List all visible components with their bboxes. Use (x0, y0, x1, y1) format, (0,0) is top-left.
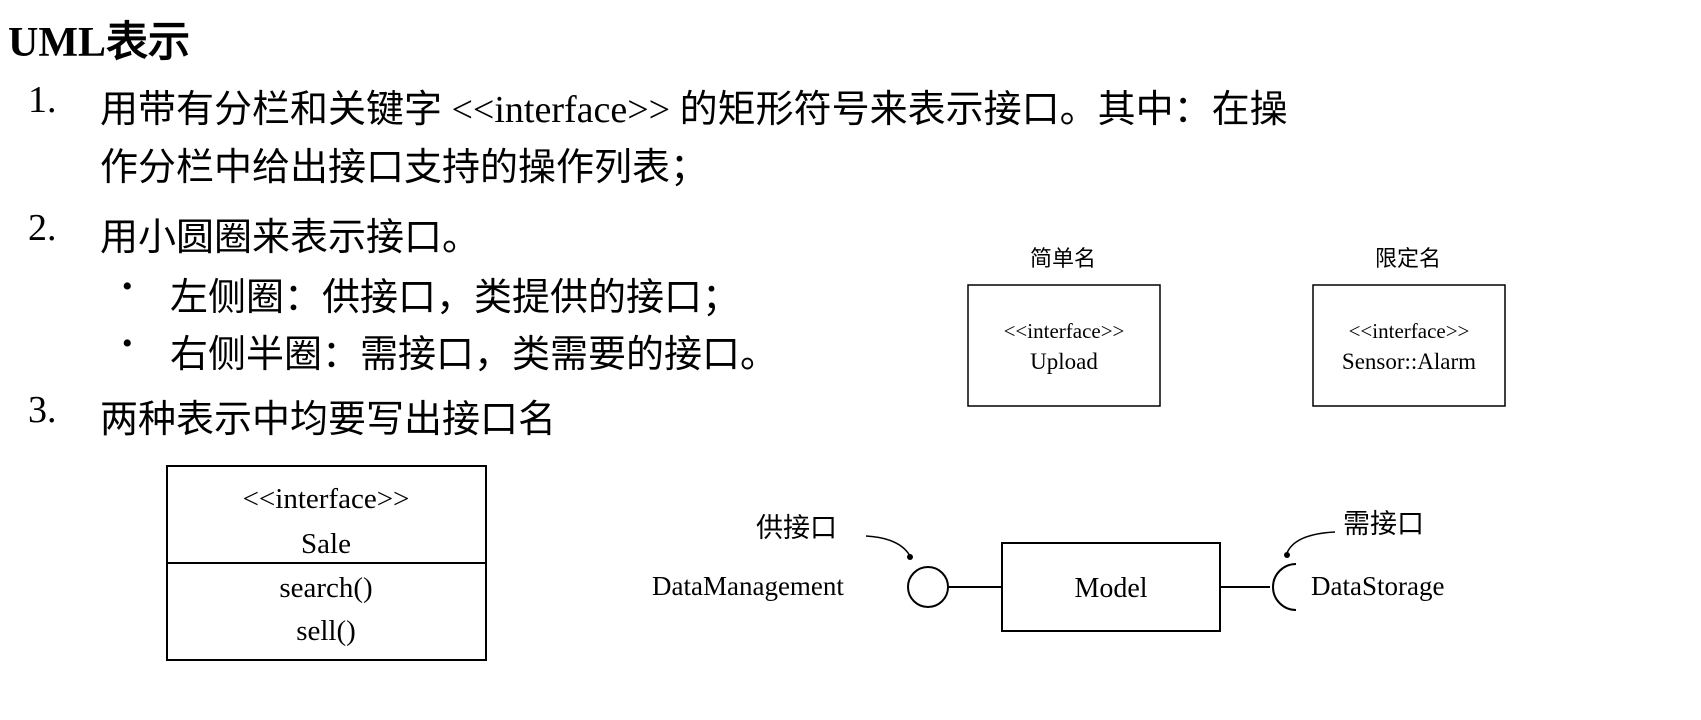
provided-interface-name: DataManagement (652, 571, 844, 601)
stereotype: <<interface>> (1004, 319, 1125, 343)
qualified-name-caption: 限定名 (1375, 246, 1441, 271)
upload-interface-box (967, 284, 1161, 407)
item-text: 作分栏中给出接口支持的操作列表； (100, 147, 709, 189)
provided-caption: 供接口 (756, 513, 837, 543)
pointer-dot (1284, 552, 1290, 558)
item-number: 2. (28, 207, 57, 249)
interface-name: Sensor::Alarm (1342, 349, 1476, 374)
pointer-line (865, 535, 911, 557)
class-name: Model (1074, 573, 1147, 604)
item-number: 3. (28, 389, 57, 431)
page-title: UML表示 (8, 20, 190, 66)
required-interface-name: DataStorage (1311, 571, 1444, 601)
item-text: 两种表示中均要写出接口名 (100, 399, 557, 441)
required-caption: 需接口 (1343, 509, 1424, 539)
bullet-text: 左侧圈：供接口，类提供的接口； (170, 277, 741, 319)
alarm-interface-box (1312, 284, 1506, 407)
item-number: 1. (28, 79, 57, 121)
interface-name: Sale (301, 528, 351, 560)
operation: sell() (296, 615, 356, 647)
bullet-text: 右侧半圈：需接口，类需要的接口。 (170, 334, 779, 376)
operation: search() (279, 572, 372, 604)
item-text: 用带有分栏和关键字 <<interface>> 的矩形符号来表示接口。其中：在操 (100, 89, 1288, 131)
stereotype: <<interface>> (1349, 319, 1470, 343)
pointer-dot (907, 554, 913, 560)
pointer-line (1286, 531, 1336, 554)
stereotype: <<interface>> (243, 483, 410, 515)
item-text: 用小圆圈来表示接口。 (100, 217, 481, 259)
required-interface-socket (1272, 563, 1297, 611)
bullet-icon: • (122, 327, 133, 360)
bullet-icon: • (122, 270, 133, 303)
simple-name-caption: 简单名 (1030, 246, 1096, 271)
interface-name: Upload (1030, 349, 1098, 374)
provided-interface-circle (907, 566, 949, 608)
